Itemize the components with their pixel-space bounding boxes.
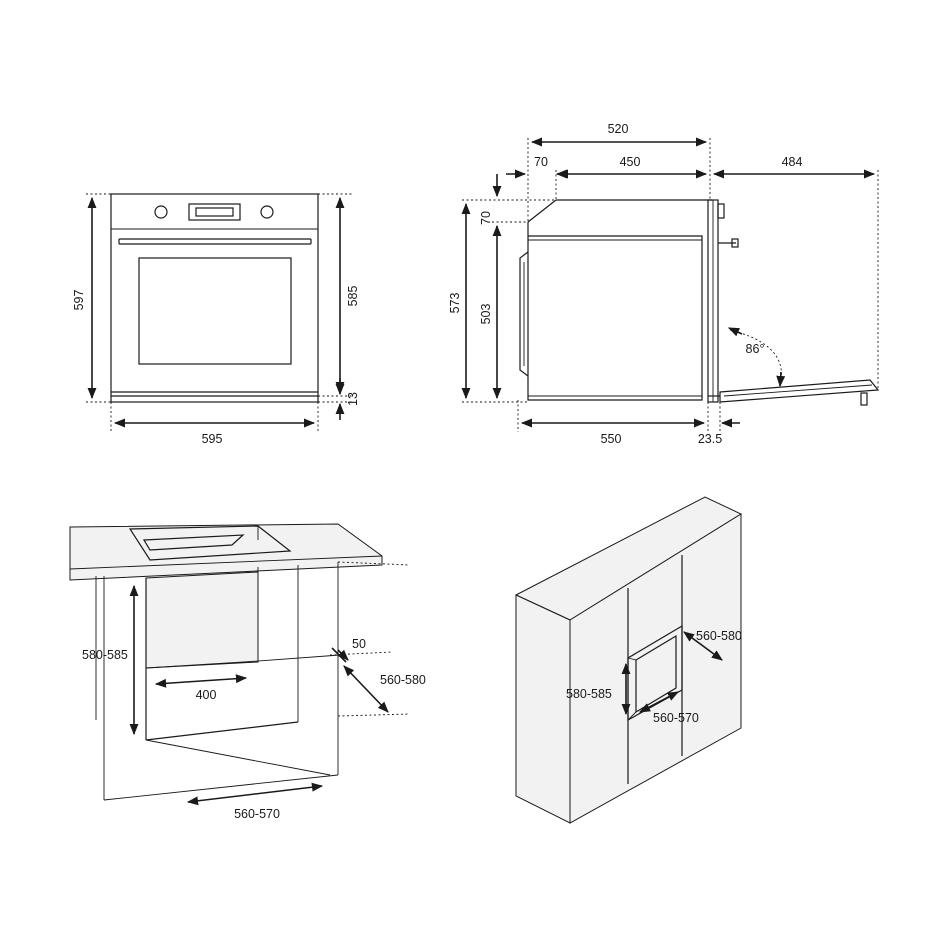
label-400: 400 bbox=[196, 688, 217, 702]
label-520: 520 bbox=[608, 122, 629, 136]
hob bbox=[128, 525, 292, 561]
hob-glass bbox=[142, 534, 245, 551]
right-knob-icon bbox=[260, 205, 274, 219]
column-niche-inner bbox=[635, 634, 677, 714]
label-23-5: 23.5 bbox=[698, 432, 722, 446]
oven-window bbox=[138, 257, 292, 365]
top-chamfer bbox=[527, 199, 557, 223]
label-560-570: 560-570 bbox=[234, 807, 280, 821]
label-503: 503 bbox=[479, 304, 493, 325]
door-handle bbox=[118, 238, 312, 245]
label-col-560-580: 560-580 bbox=[696, 629, 742, 643]
display-inner bbox=[195, 207, 234, 217]
rear-vent bbox=[519, 251, 529, 377]
column-niche-width-dimension bbox=[639, 691, 679, 713]
label-50: 50 bbox=[352, 637, 366, 651]
left-knob-icon bbox=[154, 205, 168, 219]
label-70-side: 70 bbox=[479, 211, 493, 225]
label-col-560-570: 560-570 bbox=[653, 711, 699, 725]
column-installation: 560-580 580-585 560-570 bbox=[514, 496, 743, 824]
label-597: 597 bbox=[72, 290, 86, 311]
label-450: 450 bbox=[620, 155, 641, 169]
label-585: 585 bbox=[346, 286, 360, 307]
oven-front-outline bbox=[110, 193, 319, 403]
niche-width-dimension bbox=[186, 782, 324, 806]
oven-body bbox=[527, 222, 703, 401]
under-counter-installation: 580-585 400 50 560-580 560-570 bbox=[69, 523, 426, 821]
front-view: 597 585 13 595 bbox=[72, 193, 360, 446]
label-573: 573 bbox=[448, 293, 462, 314]
label-595: 595 bbox=[202, 432, 223, 446]
label-580-585: 580-585 bbox=[82, 648, 128, 662]
display-window bbox=[188, 203, 241, 221]
door-handle-open bbox=[860, 392, 868, 406]
column-front-face bbox=[569, 513, 742, 824]
label-70-top: 70 bbox=[534, 155, 548, 169]
column-left-face bbox=[515, 594, 571, 824]
handle-end bbox=[731, 238, 739, 248]
column-niche-depth-dimension bbox=[683, 631, 723, 661]
label-86-degrees: 86° bbox=[746, 342, 765, 356]
open-door bbox=[719, 379, 880, 403]
niche-depth-dimension bbox=[343, 665, 389, 713]
label-13: 13 bbox=[346, 392, 360, 406]
label-484: 484 bbox=[782, 155, 803, 169]
label-560-580: 560-580 bbox=[380, 673, 426, 687]
niche-back-panel bbox=[145, 571, 259, 669]
side-view: 520 70 450 484 70 573 503 550 23.5 86° bbox=[448, 122, 880, 446]
label-550: 550 bbox=[601, 432, 622, 446]
door-angle-arc bbox=[729, 329, 782, 386]
opening-400-dimension bbox=[154, 674, 248, 688]
knob-side bbox=[717, 203, 725, 219]
label-col-580-585: 580-585 bbox=[566, 687, 612, 701]
countertop bbox=[69, 523, 383, 581]
